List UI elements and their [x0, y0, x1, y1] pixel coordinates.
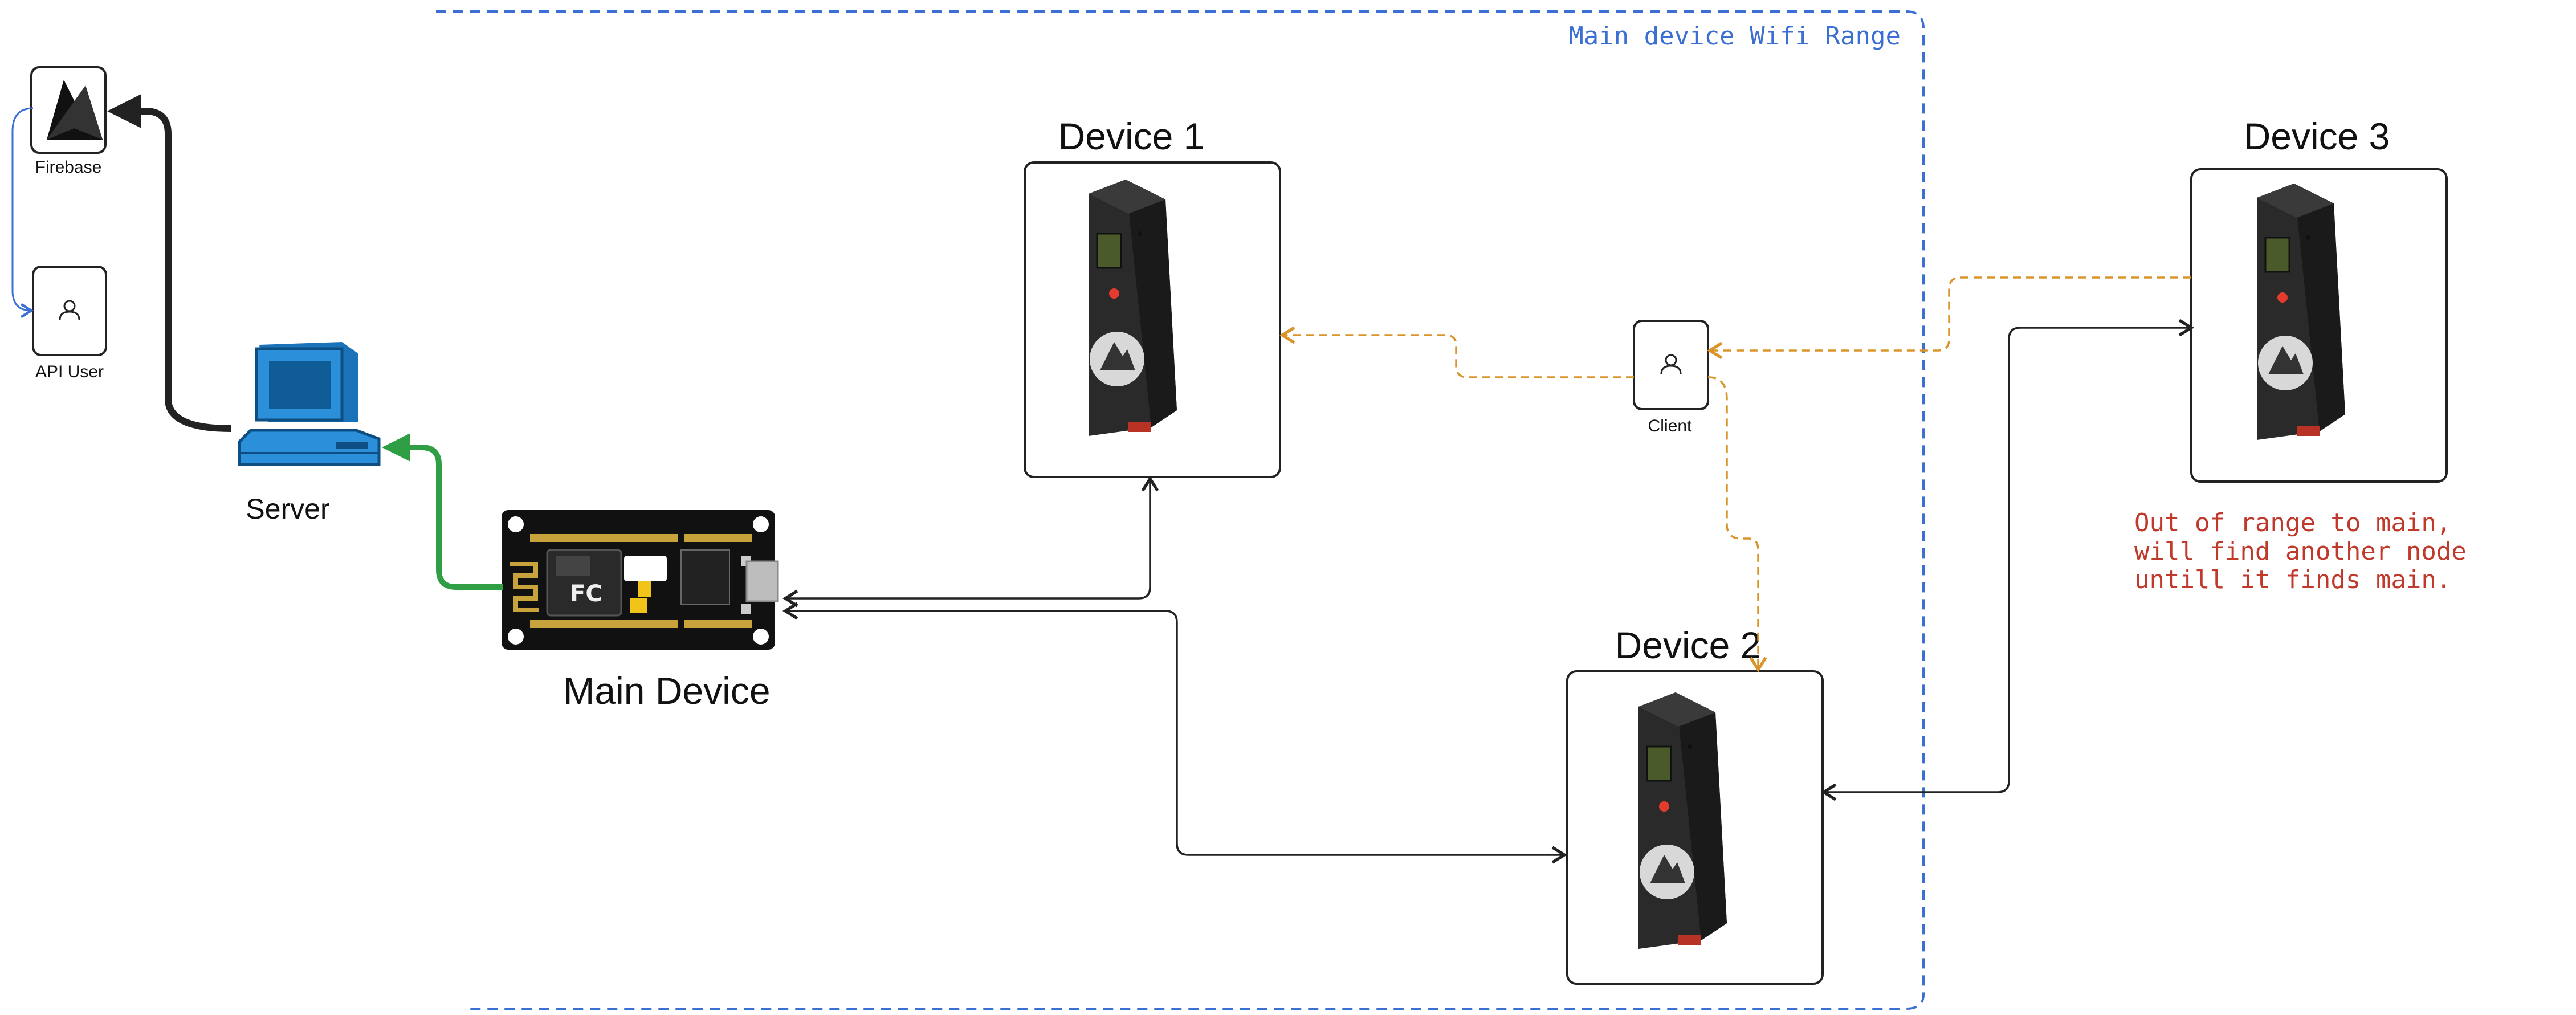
- sensor-enclosure-icon: [2256, 182, 2346, 441]
- device-2-label: Device 2: [1615, 624, 1762, 666]
- note-line-2: will find another node: [2134, 537, 2467, 566]
- sensor-enclosure-icon: [1087, 178, 1178, 437]
- wifi-range-label: Main device Wifi Range: [1568, 22, 1901, 51]
- client-node: Client: [1633, 320, 1709, 435]
- device-1-node: Device 1: [1024, 115, 1281, 478]
- client-to-device-1-link: [1279, 326, 1634, 378]
- firebase-flame-icon: [47, 80, 103, 140]
- main-to-device-1-link: [782, 476, 1159, 608]
- sensor-enclosure-icon: [1637, 691, 1728, 950]
- main-device-label: Main Device: [563, 670, 770, 712]
- api-user-label: API User: [35, 362, 104, 381]
- main-to-device-2-link: [782, 602, 1567, 864]
- note-line-3: untill it finds main.: [2134, 565, 2451, 594]
- device-2-to-device-3-link: [1821, 319, 2194, 801]
- firebase-node: Firebase: [30, 66, 107, 177]
- server-to-firebase-link: [107, 94, 231, 432]
- note-line-1: Out of range to main,: [2134, 508, 2451, 537]
- server-node: Server: [238, 342, 381, 525]
- api-user-node: API User: [32, 266, 107, 381]
- esp8266-board-icon: FC: [502, 510, 779, 650]
- server-label: Server: [246, 493, 329, 525]
- main-device-node: FC Main Device: [502, 510, 779, 712]
- computer-icon: [238, 342, 381, 466]
- device-1-label: Device 1: [1058, 115, 1205, 157]
- device-3-node: Device 3: [2190, 115, 2448, 483]
- main-device-to-server-link: [382, 433, 503, 590]
- device-2-node: Device 2: [1566, 624, 1824, 985]
- firebase-label: Firebase: [35, 158, 102, 177]
- client-to-device-2-link: [1707, 376, 1767, 672]
- device-3-label: Device 3: [2244, 115, 2390, 157]
- firebase-to-api-user-link: [11, 107, 34, 319]
- svg-text:FC: FC: [570, 581, 602, 607]
- wifi-range-boundary: [436, 10, 1925, 1010]
- device-3-to-client-link: [1707, 276, 2191, 360]
- out-of-range-note: Out of range to main, will find another …: [2134, 508, 2467, 594]
- client-label: Client: [1648, 417, 1692, 435]
